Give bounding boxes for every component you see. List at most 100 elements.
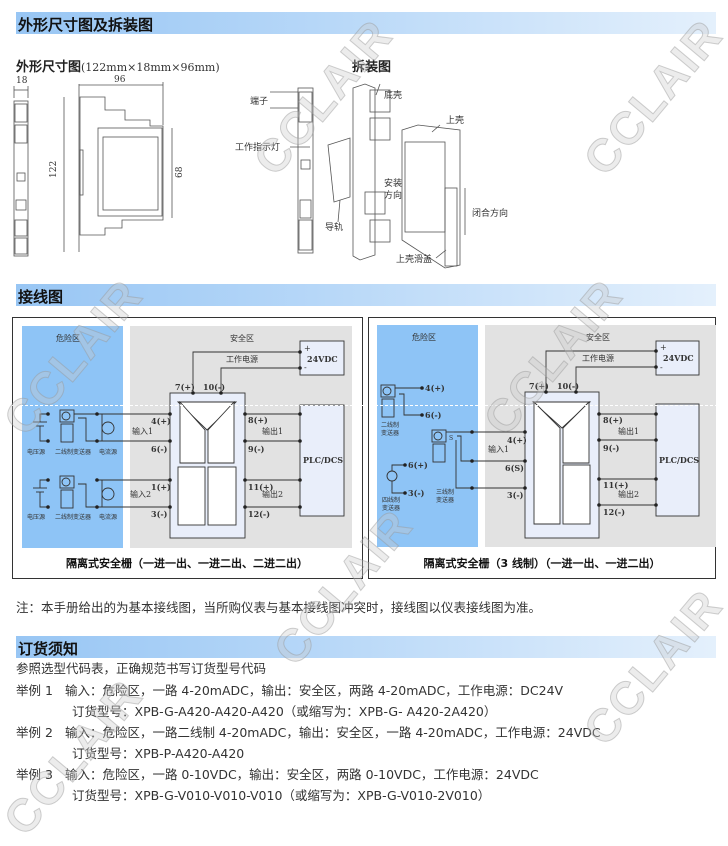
side-view xyxy=(79,96,164,236)
divider-dashed xyxy=(0,405,728,406)
three-wire-transmitter xyxy=(431,429,454,463)
dimension-title-text: 外形尺寸图 xyxy=(16,60,82,75)
terminal-12: 12(-) xyxy=(248,509,270,519)
plc-box xyxy=(299,404,345,517)
voltage-source-label: 电压源 xyxy=(27,513,45,521)
terminal-9: 9(-) xyxy=(248,444,265,454)
three-wire-label: 三线制 xyxy=(436,488,454,496)
example-label: 举例 3 xyxy=(16,767,53,782)
example-code: 订货型号：XPB-G-A420-A420-A420（或缩写为：XPB-G- A4… xyxy=(72,704,497,719)
transmitter-label: 二线制变送器 xyxy=(55,513,91,521)
label-top-shell: 上壳 xyxy=(446,114,464,126)
terminal-4: 4(+) xyxy=(151,416,171,426)
four-wire-label: 四线制 xyxy=(382,496,400,504)
wiring-diagram-1: 危险区 安全区 工作电源 + - 24VDC PLC/DCS 7(+) 10(-… xyxy=(12,317,363,579)
dim-front: 68 xyxy=(175,166,185,178)
label-close-dir: 闭合方向 xyxy=(472,207,508,219)
output-2-label: 输出2 xyxy=(262,489,283,499)
two-wire-transmitter xyxy=(380,384,422,418)
example-desc: 输入：危险区，一路 0-10VDC，输出：安全区，两路 0-10VDC，工作电源… xyxy=(64,767,539,782)
terminal-6s: 6(S) xyxy=(505,463,524,473)
section-title: 接线图 xyxy=(18,288,64,306)
four-wire-label-2: 变送器 xyxy=(382,504,400,512)
label-indicator: 工作指示灯 xyxy=(235,141,280,153)
transmitter-label: 二线制变送器 xyxy=(55,448,91,456)
front-view xyxy=(13,100,29,257)
hazard-label: 危险区 xyxy=(412,332,436,342)
plc-label: PLC/DCS xyxy=(303,455,343,465)
dim-width: 18 xyxy=(16,76,28,86)
minus-sign: - xyxy=(304,363,307,372)
input-1-label: 输入1 xyxy=(488,444,509,454)
power-label: 工作电源 xyxy=(226,354,258,364)
dimension-note: (122mm×18mm×96mm) xyxy=(81,61,220,74)
assembly-title: 拆装图 xyxy=(352,60,392,75)
dimension-title: 外形尺寸图(122mm×18mm×96mm) xyxy=(16,56,220,75)
input-2-label: 输入2 xyxy=(130,489,151,499)
section-title: 订货须知 xyxy=(18,640,79,658)
power-supply-box xyxy=(655,340,700,376)
sources-2 xyxy=(33,475,115,509)
plc-label: PLC/DCS xyxy=(659,455,699,465)
label-rail: 导轨 xyxy=(325,221,343,233)
terminal-10: 10(-) xyxy=(557,381,579,391)
four-wire-terminal-6: 6(+) xyxy=(408,460,428,470)
diagram-1-labels: 危险区 安全区 工作电源 + - 24VDC PLC/DCS 7(+) 10(-… xyxy=(27,333,343,521)
dim-height: 122 xyxy=(49,161,59,178)
top-shell xyxy=(401,124,461,269)
two-wire-label: 二线制 xyxy=(381,421,399,429)
safe-label: 安全区 xyxy=(230,333,254,343)
label-terminal: 端子 xyxy=(250,95,268,107)
section-header-ordering: 订货须知 xyxy=(16,636,716,658)
example-code: 订货型号：XPB-P-A420-A420 xyxy=(72,746,245,761)
power-label: 工作电源 xyxy=(582,353,614,363)
plus-sign: + xyxy=(304,344,311,353)
example-label: 举例 2 xyxy=(16,725,53,740)
terminal-12: 12(-) xyxy=(603,507,625,517)
sources-1 xyxy=(33,409,115,443)
example-desc: 输入：危险区，一路 4-20mADC，输出：安全区，两路 4-20mADC，工作… xyxy=(64,683,564,698)
shell-cover xyxy=(444,187,458,267)
four-wire-terminal-3: 3(-) xyxy=(408,488,425,498)
output-2-label: 输出2 xyxy=(618,489,639,499)
terminal-8: 8(+) xyxy=(603,415,623,425)
diagram-2-caption: 隔离式安全栅（3 线制）（一进一出、一进二出） xyxy=(424,556,661,570)
four-wire-transmitter xyxy=(386,464,405,494)
assembled-device xyxy=(297,87,314,254)
dim-depth: 96 xyxy=(114,75,126,85)
terminal-3: 3(-) xyxy=(151,509,168,519)
voltage-source-label: 电压源 xyxy=(27,448,45,456)
two-wire-label-2: 变送器 xyxy=(381,429,399,437)
ordering-intro: 参照选型代码表，正确规范书写订货型号代码 xyxy=(16,661,267,676)
terminal-10: 10(-) xyxy=(203,382,225,392)
section-header-dimensions: 外形尺寸图及拆装图 xyxy=(16,12,716,34)
current-source-label: 电流源 xyxy=(99,513,117,521)
input-1-label: 输入1 xyxy=(132,426,153,436)
section-title: 外形尺寸图及拆装图 xyxy=(18,16,154,34)
example-label: 举例 1 xyxy=(16,683,53,698)
vdc-label: 24VDC xyxy=(663,353,694,363)
terminal-3: 3(-) xyxy=(507,490,524,500)
terminal-7: 7(+) xyxy=(175,382,195,392)
label-base-shell: 底壳 xyxy=(384,89,402,101)
diagram-1-caption: 隔离式安全栅（一进一出、一进二出、二进二出） xyxy=(66,556,308,570)
label-install-dir-2: 方向 xyxy=(384,189,402,201)
power-supply-box xyxy=(299,340,345,376)
terminal-6: 6(-) xyxy=(151,444,168,454)
terminal-4: 4(+) xyxy=(507,435,527,445)
example-1: 举例 1 输入：危险区，一路 4-20mADC，输出：安全区，两路 4-20mAD… xyxy=(16,680,563,699)
two-wire-terminal-6: 6(-) xyxy=(425,410,442,420)
base-shell xyxy=(352,83,376,261)
safe-label: 安全区 xyxy=(586,332,610,342)
dimension-drawings: 18 96 122 68 端子 工作指示灯 底壳 上壳 安装 方向 导轨 闭合方… xyxy=(13,75,508,269)
two-wire-terminal-4: 4(+) xyxy=(425,383,445,393)
plc-box xyxy=(655,403,700,517)
example-code: 订货型号：XPB-G-V010-V010-V010（或缩写为：XPB-G-V01… xyxy=(72,788,491,803)
hazard-label: 危险区 xyxy=(56,333,80,343)
minus-sign: - xyxy=(660,363,663,372)
terminal-8: 8(+) xyxy=(248,415,268,425)
section-header-wiring: 接线图 xyxy=(16,284,716,306)
example-desc: 输入：危险区，一路二线制 4-20mADC，输出：安全区，一路 4-20mADC… xyxy=(64,725,601,740)
terminal-11: 11(+) xyxy=(603,480,629,490)
terminal-7: 7(+) xyxy=(529,381,549,391)
